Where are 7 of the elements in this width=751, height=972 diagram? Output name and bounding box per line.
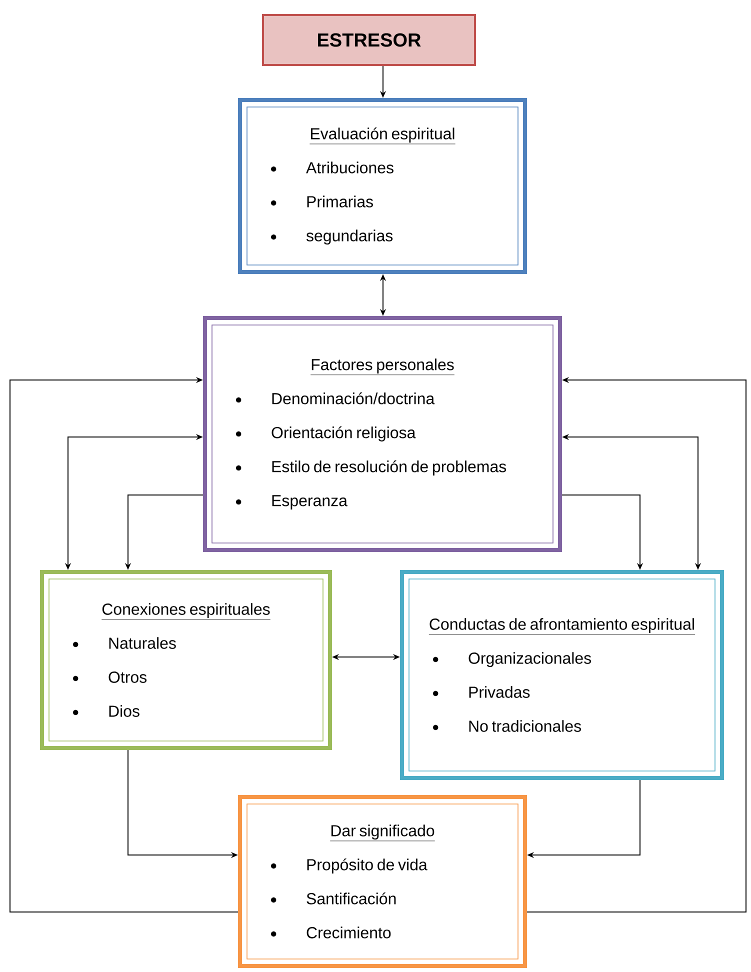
content-box: Conductas de afrontamiento espiritual Organizacionales Privadas No tradicionales [400,570,724,780]
content-box: Evaluación espiritual Atribuciones Primarias segundarias [238,98,527,274]
arrow [10,376,238,912]
content-box: Conexiones espirituales Naturales Otros Dios [40,570,332,750]
stressor-box: ESTRESOR [262,14,476,66]
content-box: Dar significado Propósito de vida Santificación Crecimiento [238,795,527,968]
content-box: Factores personales Denominación/doctrina Orientación religiosa Estilo de resolución de problemas Esperanza [203,316,562,552]
